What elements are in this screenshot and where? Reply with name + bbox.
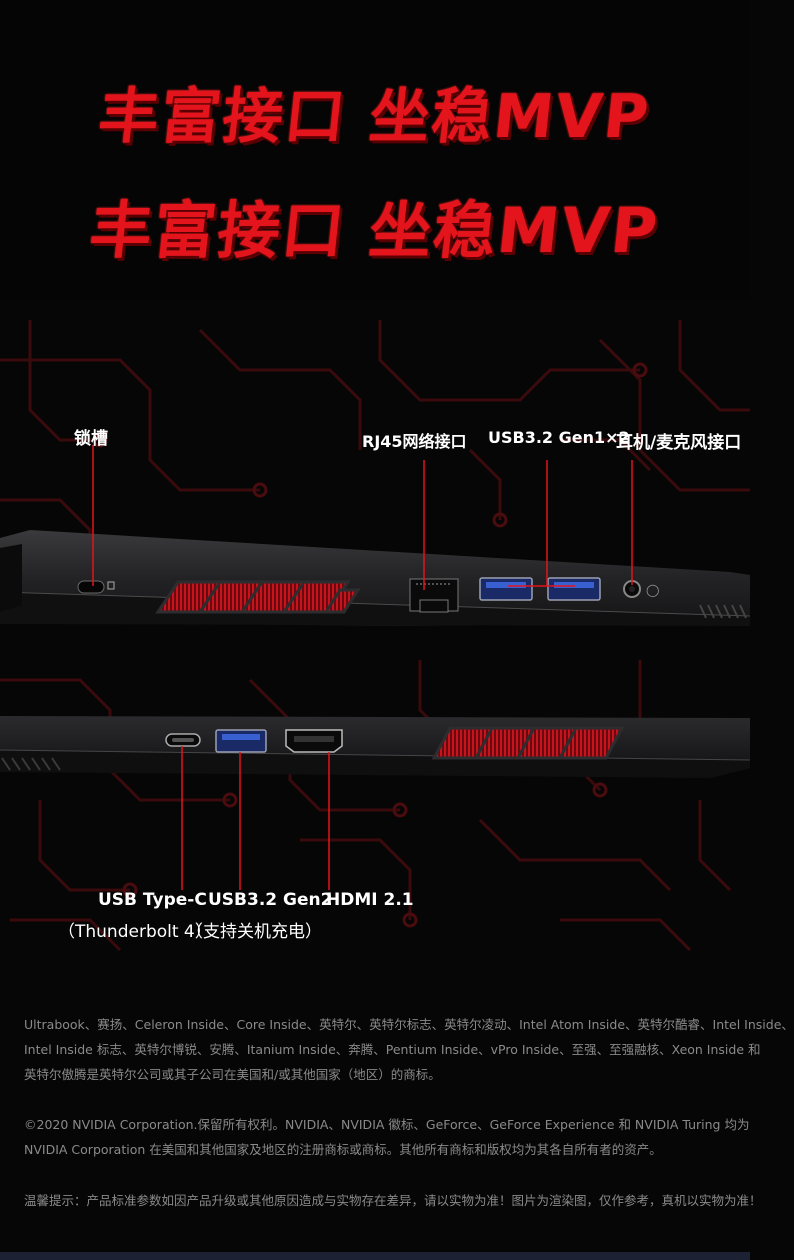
trademark-notice: Ultrabook、赛扬、Celeron Inside、Core Inside、… (24, 1012, 794, 1087)
trademark-line: Intel Inside 标志、英特尔博锐、安腾、Itanium Inside、… (24, 1042, 761, 1057)
laptop-ports-illustration: ◯ (0, 320, 751, 952)
headline-primary: 丰富接口 坐稳MVP (95, 82, 654, 152)
side-vent-right (699, 604, 747, 619)
callout-lines (92, 445, 633, 890)
label-usbc-sub: （Thunderbolt 4） (58, 922, 212, 942)
label-audio: 耳机/麦克风接口 (616, 433, 742, 453)
label-lock-slot: 锁槽 (74, 429, 108, 449)
usb-gen2-port-icon (215, 729, 267, 753)
label-usbc: USB Type-C (98, 890, 207, 910)
hero-banner: 丰富接口 坐稳MVP 丰富接口 坐稳MVP (0, 0, 750, 300)
headline-secondary: 丰富接口 坐稳MVP (86, 194, 663, 267)
nvidia-notice: ©2020 NVIDIA Corporation.保留所有权利。NVIDIA、N… (24, 1112, 750, 1162)
label-rj45: RJ45网络接口 (362, 432, 467, 451)
vent-lower (431, 726, 625, 760)
side-vent-left (1, 757, 61, 771)
trademark-line: Ultrabook、赛扬、Celeron Inside、Core Inside、… (24, 1017, 794, 1032)
hdmi-port-icon (285, 729, 343, 753)
lock-slot-icon (77, 580, 115, 594)
usb-c-port-icon (165, 733, 201, 747)
rj45-port-icon (409, 578, 459, 613)
trademark-line: 英特尔傲腾是英特尔公司或其子公司在美国和/或其他国家（地区）的商标。 (24, 1067, 441, 1082)
laptop-right-side (0, 716, 751, 778)
label-usb-gen2-sub: （支持关机充电） (186, 922, 322, 942)
disclaimer-notice: 温馨提示：产品标准参数如因产品升级或其他原因造成与实物存在差异，请以实物为准！图… (24, 1188, 762, 1213)
bottom-edge-bar (0, 1252, 750, 1260)
usb-gen1-port-icon (479, 577, 601, 601)
label-usb-gen1: USB3.2 Gen1×2 (488, 428, 630, 447)
disclaimer-line: 温馨提示：产品标准参数如因产品升级或其他原因造成与实物存在差异，请以实物为准！图… (24, 1193, 762, 1208)
label-hdmi: HDMI 2.1 (326, 890, 414, 910)
svg-text:◯: ◯ (646, 583, 659, 597)
nvidia-line: NVIDIA Corporation 在美国和其他国家及地区的注册商标或商标。其… (24, 1142, 662, 1157)
label-usb-gen2: USB3.2 Gen2 (208, 890, 333, 910)
laptop-left-side (0, 530, 751, 626)
vent-upper (155, 580, 361, 614)
circuit-traces (0, 320, 750, 952)
nvidia-line: ©2020 NVIDIA Corporation.保留所有权利。NVIDIA、N… (24, 1117, 750, 1132)
